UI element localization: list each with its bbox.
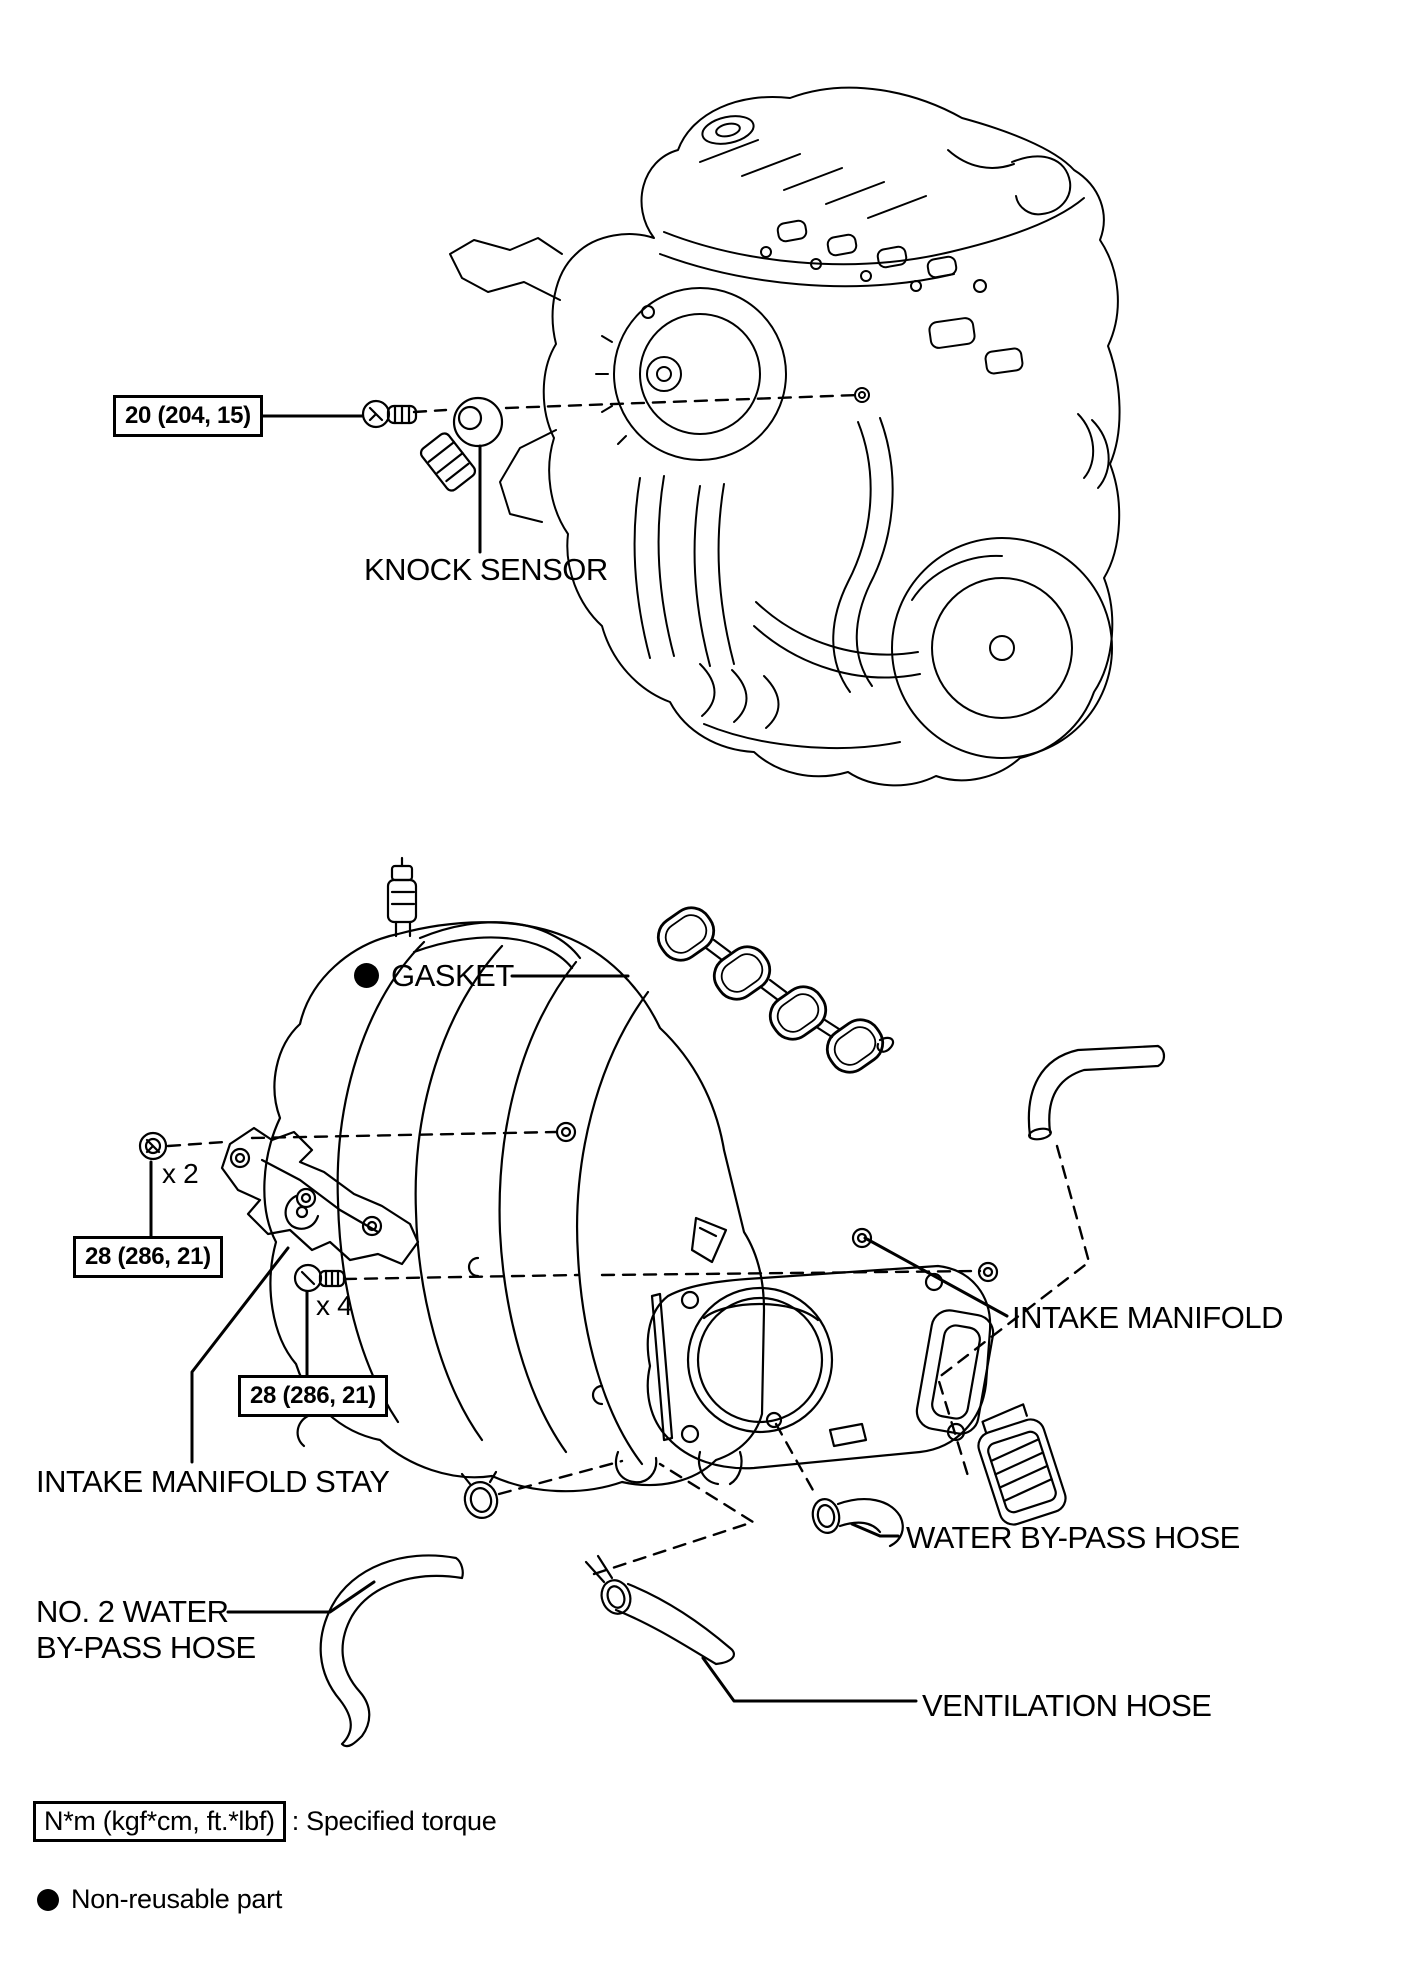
throttle-body-drawing [646, 1264, 995, 1486]
stay-bolt-count-label: x 4 [316, 1290, 353, 1321]
no2-water-bypass-hose-label-line2: BY-PASS HOSE [36, 1629, 256, 1665]
torque-callout-stay-nut: 28 (286, 21) [73, 1236, 223, 1278]
ventilation-hose-drawing [614, 1582, 735, 1666]
ventilation-hose-clamp-drawing [584, 1554, 632, 1615]
legend-non-reusable-text: Non-reusable part [71, 1884, 283, 1914]
dashed-assembly-lines [166, 393, 1091, 1576]
torque-callout-knock-sensor-bolt: 20 (204, 15) [113, 395, 263, 437]
legend-torque-meaning: : Specified torque [291, 1806, 497, 1836]
non-reusable-bullet-icon [37, 1888, 59, 1911]
upper-hose-drawing [1027, 1044, 1166, 1141]
legend-torque-symbol: N*m (kgf*cm, ft.*lbf) [33, 1801, 286, 1842]
intake-manifold-stay-label: INTAKE MANIFOLD STAY [36, 1464, 390, 1499]
water-bypass-hose-drawing [836, 1498, 904, 1548]
gasket-drawing [656, 906, 895, 1074]
engine-illustration [449, 86, 1121, 787]
stay-bolt-drawing [293, 1263, 346, 1293]
intake-manifold-label: INTAKE MANIFOLD [1012, 1300, 1283, 1335]
no2-water-bypass-hose-label: NO. 2 WATER BY-PASS HOSE [36, 1594, 256, 1665]
intake-manifold-stay-drawing [220, 1126, 420, 1266]
legend-torque: N*m (kgf*cm, ft.*lbf) : Specified torque [33, 1801, 497, 1842]
gasket-label: GASKET [391, 958, 514, 993]
knock-sensor-bolt-drawing [361, 399, 418, 429]
knock-sensor-drawing [419, 396, 504, 492]
wire-connector-drawing [977, 1403, 1067, 1526]
ventilation-hose-label: VENTILATION HOSE [922, 1688, 1212, 1723]
no2-water-bypass-hose-drawing [319, 1554, 464, 1748]
stay-nut-count-label: x 2 [162, 1158, 199, 1189]
no2-water-bypass-hose-label-line1: NO. 2 WATER [36, 1594, 229, 1629]
water-bypass-hose-label: WATER BY-PASS HOSE [906, 1520, 1240, 1555]
legend-non-reusable: Non-reusable part [37, 1884, 282, 1915]
stay-nut-drawing [138, 1131, 168, 1161]
knock-sensor-label: KNOCK SENSOR [364, 552, 608, 587]
intake-manifold-drawing [263, 856, 999, 1493]
leader-lines [149, 414, 1009, 1703]
non-reusable-bullet-icon [354, 963, 379, 989]
water-bypass-hose-clamp-drawing [811, 1498, 841, 1534]
torque-callout-stay-bolt: 28 (286, 21) [238, 1375, 388, 1417]
manifold-hose-clamp-drawing [460, 1470, 499, 1519]
